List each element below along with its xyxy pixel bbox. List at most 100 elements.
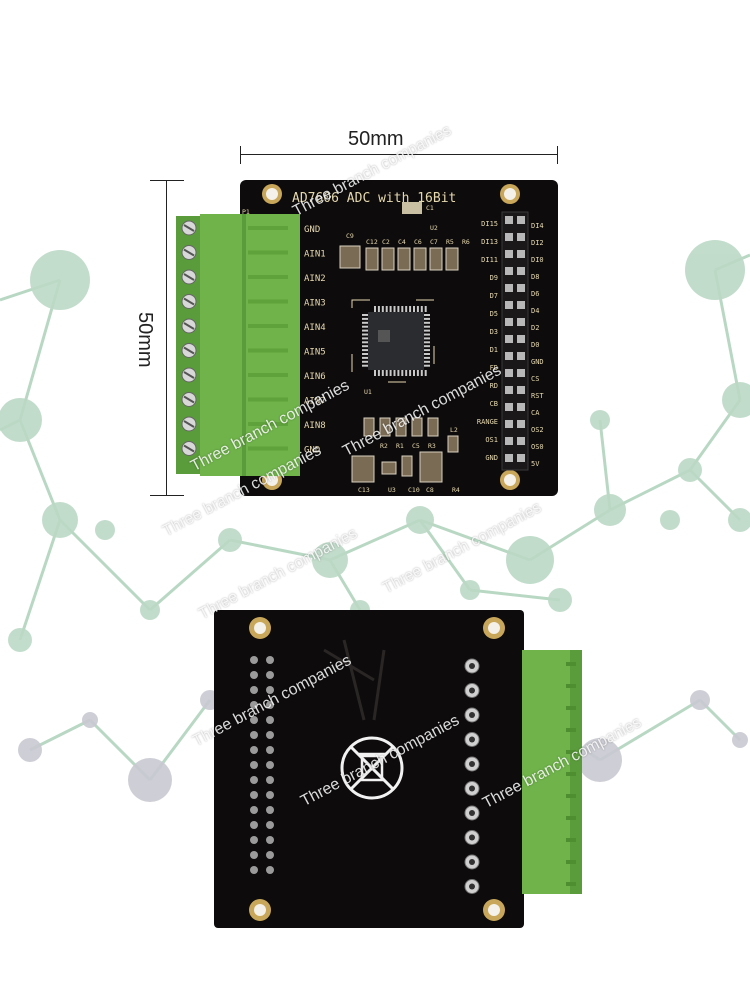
adc-chip (351, 299, 435, 383)
header-pin (505, 352, 513, 360)
width-dimension-tick-left (240, 146, 241, 164)
header-pin (517, 318, 525, 326)
bottom-pin (250, 701, 258, 709)
pin-label-ain2-2: AIN2 (304, 274, 326, 284)
bottom-pin (250, 671, 258, 679)
header-pin (505, 403, 513, 411)
smd-component (413, 247, 427, 271)
header-pin (505, 267, 513, 275)
smd-component (429, 247, 443, 271)
width-dimension-label: 50mm (348, 128, 404, 150)
smd-component (351, 455, 375, 483)
component-label-r1: R1 (396, 442, 404, 450)
smd-component (397, 247, 411, 271)
header-label-right-6: D2 (531, 324, 539, 332)
smd-component (365, 247, 379, 271)
header-label-right-12: OS2 (531, 426, 544, 434)
component-label-c9: C9 (346, 232, 354, 240)
header-pin (517, 301, 525, 309)
bottom-pin (250, 731, 258, 739)
bottom-pin (266, 776, 274, 784)
pin-label-ain1-1: AIN1 (304, 250, 326, 260)
component-label-u2: U2 (430, 224, 438, 232)
header-pin (505, 250, 513, 258)
pin-label-ain6-6: AIN6 (304, 372, 326, 382)
header-label-left-2: DI11 (481, 256, 498, 264)
header-label-right-13: OS0 (531, 443, 544, 451)
header-label-right-10: RST (531, 392, 544, 400)
header-pin (505, 335, 513, 343)
header-pin (505, 369, 513, 377)
header-pin (505, 318, 513, 326)
pin-label-gnd-9: GND (304, 446, 320, 456)
smd-component (445, 247, 459, 271)
bottom-pin (250, 836, 258, 844)
component-label-u1: U1 (364, 388, 372, 396)
bottom-pin (266, 731, 274, 739)
component-label-c5: C5 (412, 442, 420, 450)
header-pin (517, 250, 525, 258)
bottom-pin (250, 776, 258, 784)
pin-label-ain4-4: AIN4 (304, 323, 326, 333)
header-label-right-7: D0 (531, 341, 539, 349)
smd-component (447, 435, 459, 453)
header-pin (505, 284, 513, 292)
smd-capacitor (402, 202, 422, 214)
header-label-right-1: DI2 (531, 239, 544, 247)
header-pin (517, 403, 525, 411)
header-label-right-8: GND (531, 358, 544, 366)
component-label-r4: R4 (452, 486, 460, 494)
terminal-block-top (176, 214, 300, 476)
header-label-right-11: CA (531, 409, 540, 417)
bottom-pin (250, 716, 258, 724)
header-label-left-4: D7 (490, 292, 498, 300)
bottom-pin (266, 746, 274, 754)
bottom-pin (266, 791, 274, 799)
mounting-holes-bottom (249, 617, 505, 921)
bottom-pin (266, 836, 274, 844)
component-label-c7: C7 (430, 238, 438, 246)
bottom-pin (250, 851, 258, 859)
bottom-pin (250, 761, 258, 769)
header-pin (517, 420, 525, 428)
header-label-right-14: 5V (531, 460, 540, 468)
header-label-right-9: CS (531, 375, 539, 383)
terminal-block-bottom (522, 650, 582, 894)
component-label-c2: C2 (382, 238, 390, 246)
bottom-pin (266, 821, 274, 829)
component-label-c1: C1 (426, 204, 434, 212)
bottom-pin (266, 686, 274, 694)
header-label-left-12: OS1 (485, 436, 498, 444)
smd-component (427, 417, 439, 437)
header-pin (517, 437, 525, 445)
header-pin (505, 233, 513, 241)
header-pin (517, 216, 525, 224)
width-dimension-tick-right (557, 146, 558, 164)
component-label-c13: C13 (358, 486, 370, 494)
smd-component (379, 417, 391, 437)
smd-component (411, 417, 423, 437)
header-pin (505, 386, 513, 394)
bottom-pin (266, 671, 274, 679)
header-pin (517, 284, 525, 292)
header-pin (517, 233, 525, 241)
height-dimension-line (166, 180, 167, 495)
header-pin (505, 301, 513, 309)
bottom-pin (266, 716, 274, 724)
component-label-c10: C10 (408, 486, 420, 494)
component-label-r3: R3 (428, 442, 436, 450)
bottom-pin (250, 686, 258, 694)
header-label-left-8: FD (490, 364, 498, 372)
height-dimension-tick-top (150, 180, 184, 181)
bottom-pin (250, 791, 258, 799)
width-dimension-line (240, 154, 558, 155)
component-label-r6: R6 (462, 238, 470, 246)
header-pin (517, 335, 525, 343)
component-label-r2: R2 (380, 442, 388, 450)
smd-component (401, 455, 413, 477)
header-pin (517, 454, 525, 462)
bottom-pin (250, 656, 258, 664)
header-label-left-13: GND (485, 454, 498, 462)
smd-component (395, 417, 407, 437)
